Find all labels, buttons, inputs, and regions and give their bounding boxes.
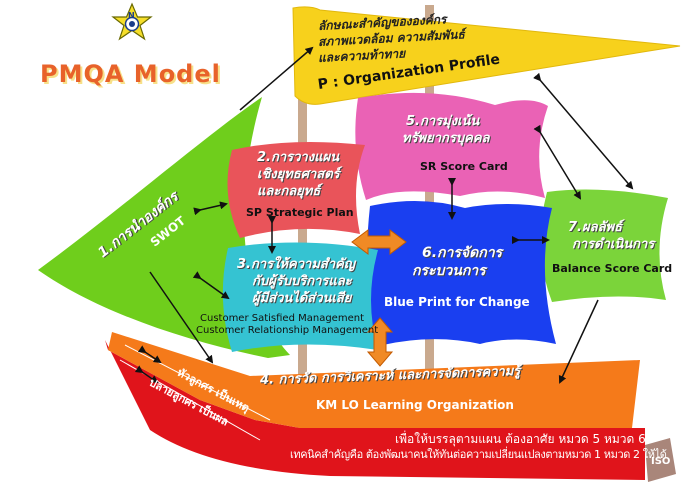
arrow-leadership-to-org-profile [239, 46, 314, 111]
hull-orange-band [108, 332, 640, 428]
process-line1: 6.การจัดการ [422, 245, 503, 261]
process-label: Blue Print for Change [384, 295, 530, 309]
hr-line1: 5.การมุ่งเน้น [406, 114, 480, 129]
customer-label1: Customer Satisfied Management [200, 313, 364, 324]
arrow-leadership-to-hull [149, 271, 214, 364]
process-sail [366, 200, 556, 347]
arrow-bow-cause [137, 345, 162, 364]
customer-label2: Customer Relationship Management [196, 325, 379, 336]
hr-sail [355, 92, 548, 200]
customer-line2: กับผู้รับบริการและ [252, 274, 352, 289]
process-line2: กระบวนการ [412, 263, 486, 279]
results-line2: การดำเนินการ [572, 237, 655, 252]
model-title: PMQA Model [40, 60, 221, 88]
arrow-leadership-strategic [193, 201, 228, 216]
hull-line1: เพื่อให้บรรลุตามแผน ต้องอาศัย หมวด 5 หมว… [395, 432, 646, 446]
customer-sail [222, 242, 378, 352]
compass-star-icon [111, 2, 153, 41]
iso-label: ISO [651, 456, 671, 467]
results-label: Balance Score Card [552, 262, 673, 275]
iso-box [645, 438, 676, 482]
customer-line3: ผู้มีส่วนได้ส่วนเสีย [252, 291, 352, 306]
hr-line2: ทรัพยากรบุคคล [402, 131, 490, 146]
hull-red-stripe [105, 340, 645, 480]
strategic-line2: เชิงยุทธศาสตร์ [257, 167, 340, 182]
strategic-plan-sail [227, 141, 365, 238]
strategic-line1: 2.การวางแผน [257, 150, 339, 165]
results-sail [540, 189, 668, 302]
arrow-bow-effect [134, 365, 159, 384]
arrow-hr-results [533, 124, 582, 200]
measurement-label: KM LO Learning Organization [316, 398, 514, 412]
logo-letter: N [128, 11, 135, 20]
arrow-leadership-customer [192, 271, 230, 300]
arrow-orgprofile-results [533, 72, 634, 190]
results-line1: 7.ผลลัพธ์ [568, 220, 623, 235]
orange-arrow-customer-process [351, 229, 407, 255]
hr-label: SR Score Card [420, 160, 508, 173]
orange-arrow-process-hull [366, 317, 394, 367]
customer-line1: 3.การให้ความสำคัญ [237, 257, 355, 272]
strategic-label: SP Strategic Plan [246, 206, 354, 219]
arrow-results-to-hull [558, 299, 599, 384]
strategic-line3: และกลยุทธ์ [257, 184, 321, 199]
organization-profile-flag [292, 6, 681, 105]
hull-line2: เทคนิคสำคัญคือ ต้องพัฒนาคนให้ทันต่อความเ… [290, 448, 667, 461]
